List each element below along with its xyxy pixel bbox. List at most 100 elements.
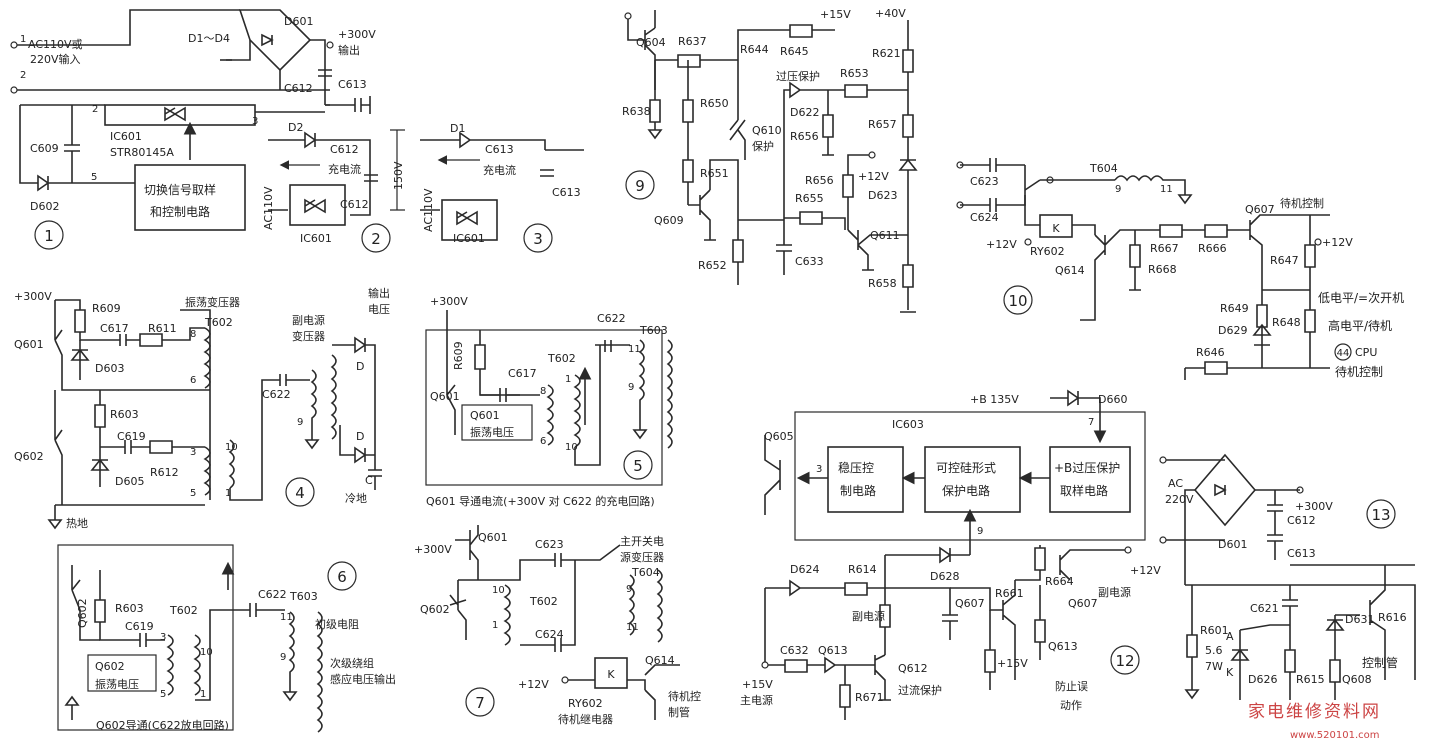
p6-secondary: 次级绕组: [330, 656, 374, 670]
p13-d601: D601: [1218, 538, 1247, 551]
p12-r614: R614: [848, 563, 877, 576]
p6-t602: T602: [169, 604, 198, 617]
p13-r615: R615: [1296, 673, 1325, 686]
p9-r650: R650: [700, 97, 729, 110]
p12-scr-1: 可控硅形式: [936, 461, 996, 475]
p9-overvolt: 过压保护: [776, 69, 820, 83]
p3-ac110v: AC110V: [422, 188, 435, 232]
p10-t11: 11: [1160, 184, 1173, 195]
p1-d601: D601: [284, 15, 313, 28]
p10-c624: C624: [970, 211, 999, 224]
p4-hotground: 热地: [66, 517, 88, 530]
p13-d631: D631: [1345, 613, 1374, 626]
p9-r655: R655: [795, 192, 824, 205]
p5-osc: 振荡电压: [470, 425, 514, 439]
panel-3: D1 C613 充电流 C613 AC110V IC601 3: [420, 122, 584, 253]
p7-plus300: +300V: [414, 543, 452, 556]
p3-charge: 充电流: [483, 163, 516, 177]
p4-coldground: 冷地: [345, 492, 367, 505]
p12-scr-2: 保护电路: [942, 483, 990, 498]
p1-pin5: 5: [91, 172, 97, 183]
p10-r648: R648: [1272, 316, 1301, 329]
p5-caption: Q601 导通电流(+300V 对 C622 的充电回路): [426, 494, 655, 508]
p13-5-6: 5.6: [1205, 644, 1223, 657]
p12-r659: C632: [780, 644, 809, 657]
p9-q609: Q609: [654, 214, 684, 227]
p12-plusb: +B 135V: [970, 393, 1019, 406]
p10-standby-ctrl: 待机控制: [1280, 196, 1324, 210]
p6-primary-r: 初级电阻: [315, 617, 359, 631]
p9-d622: D622: [790, 106, 819, 119]
panel-number-10: 10: [1008, 292, 1027, 310]
p4-t3: 3: [190, 447, 196, 458]
p2-charge: 充电流: [328, 162, 361, 176]
p12-pin3: 3: [816, 464, 822, 475]
p9-q610: Q610: [752, 124, 782, 137]
p3-c613: C613: [485, 143, 514, 156]
p4-osc-transformer: 振荡变压器: [185, 295, 240, 309]
p12-c632: Q607: [955, 597, 985, 610]
p6-t11: 11: [280, 612, 293, 623]
p13-ac: AC: [1168, 477, 1183, 490]
p10-r647: R647: [1270, 254, 1299, 267]
panel-number-12: 12: [1115, 652, 1134, 670]
p10-cpu: CPU: [1355, 346, 1377, 359]
p2-ic601: IC601: [300, 232, 332, 245]
panel-number-9: 9: [635, 177, 645, 195]
p10-t9: 9: [1115, 184, 1121, 195]
p12-r665: Q613: [1048, 640, 1078, 653]
p5-r609: R609: [452, 341, 465, 370]
p6-t10: 10: [200, 647, 213, 658]
p3-d1: D1: [450, 122, 465, 135]
p1-node-1: 1: [20, 34, 26, 45]
p4-c622: C622: [262, 388, 291, 401]
p13-7w: 7W: [1205, 660, 1223, 673]
p9-d623: D623: [868, 189, 897, 202]
panel-6: Q602 R603 C619 T602 3 5 10 1 Q602 振荡电压 C…: [57, 544, 396, 733]
p4-sub-psu: 副电源: [292, 313, 325, 327]
p9-r638: R638: [622, 105, 651, 118]
p12-pin7: 7: [1088, 417, 1094, 428]
p4-out-2: 电压: [368, 303, 390, 316]
p12-q613: R661: [995, 587, 1024, 600]
p4-q602: Q602: [14, 450, 44, 463]
p9-protect: 保护: [752, 139, 774, 153]
p9-r637: R637: [678, 35, 707, 48]
p10-pin44: 44: [1337, 348, 1350, 359]
p13-a: A: [1226, 630, 1234, 643]
panel-4: +300V R609 C617 R611 Q601 D603 R603 C619…: [14, 286, 390, 530]
p9-plus40: +40V: [875, 7, 906, 20]
p4-t9: 9: [297, 417, 303, 428]
p1-ic601: IC601: [110, 130, 142, 143]
p4-t10: 10: [225, 442, 238, 453]
p12-r663: +15V: [997, 657, 1028, 670]
p9-q604: Q604: [636, 36, 666, 49]
p10-d629: D629: [1218, 324, 1247, 337]
p7-c623: C623: [535, 538, 564, 551]
p1-ctrl-1: 切换信号取样: [144, 182, 216, 197]
p6-r603: R603: [115, 602, 144, 615]
p1-d602: D602: [30, 200, 59, 213]
p6-q602-b: Q602: [95, 660, 125, 673]
p10-k: K: [1052, 222, 1060, 235]
p12-sub-psu: 副电源: [1098, 585, 1131, 599]
p5-plus300: +300V: [430, 295, 468, 308]
p4-r612: R612: [150, 466, 179, 479]
p13-c621: C621: [1250, 602, 1279, 615]
p12-q605: Q605: [764, 430, 794, 443]
p7-relay: 待机继电器: [558, 712, 613, 726]
panel-number-3: 3: [533, 230, 543, 248]
p7-ry602: RY602: [568, 697, 603, 710]
panel-number-13: 13: [1371, 506, 1390, 524]
p4-r611: R611: [148, 322, 177, 335]
p12-ic603: IC603: [892, 418, 924, 431]
p1-c612: C612: [284, 82, 313, 95]
p6-osc: 振荡电压: [95, 677, 139, 691]
p10-r668: R668: [1148, 263, 1177, 276]
p12-plus15: +15V: [742, 678, 773, 691]
p7-t9: 9: [626, 584, 632, 595]
p12-reg-2: 制电路: [840, 483, 876, 498]
p12-ovp-2: 取样电路: [1060, 483, 1108, 498]
watermark-url: www.520101.com: [1290, 730, 1380, 741]
